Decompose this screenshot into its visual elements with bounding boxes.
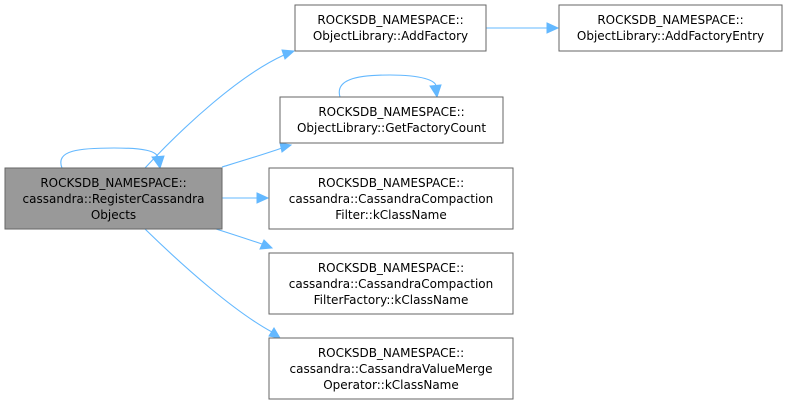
node-label-line: ROCKSDB_NAMESPACE:: [318,261,464,275]
edge-register-compaction-filter-factory-arrow [259,239,274,250]
node-add-factory-entry[interactable]: ROCKSDB_NAMESPACE:: ObjectLibrary::AddFa… [558,4,783,52]
edge-register-self-arrow [151,155,165,170]
edge-register-compaction-filter-factory [215,228,263,245]
node-label-line: ROCKSDB_NAMESPACE:: [597,13,743,27]
edge-register-get-factory-count [221,147,283,168]
node-label-line: Operator::kClassName [323,378,459,392]
node-add-factory[interactable]: ROCKSDB_NAMESPACE:: ObjectLibrary::AddFa… [294,4,487,52]
node-compaction-filter-factory-kclassname[interactable]: ROCKSDB_NAMESPACE:: cassandra::Cassandra… [268,252,514,315]
node-label-line: cassandra::CassandraCompaction [289,277,493,291]
node-register-cassandra-objects[interactable]: ROCKSDB_NAMESPACE:: cassandra::RegisterC… [4,167,223,230]
node-label-line: ObjectLibrary::GetFactoryCount [297,121,486,135]
edges [60,22,560,339]
node-label-line: ObjectLibrary::AddFactoryEntry [577,29,764,43]
node-label-line: cassandra::CassandraValueMerge [290,362,493,376]
node-label-line: ROCKSDB_NAMESPACE:: [318,176,464,190]
edge-register-compaction-filter-arrow [256,192,270,204]
node-label-line: ROCKSDB_NAMESPACE:: [40,176,186,190]
node-label-line: ROCKSDB_NAMESPACE:: [318,346,464,360]
edge-register-add-factory-arrow [281,49,296,60]
node-compaction-filter-kclassname[interactable]: ROCKSDB_NAMESPACE:: cassandra::Cassandra… [268,167,514,230]
edge-register-get-factory-count-arrow [279,142,293,153]
edge-add-factory-entry-arrow [546,22,560,34]
node-label-line: Filter::kClassName [335,208,447,222]
edge-get-factory-count-self [338,74,437,98]
edge-register-value-merge-operator-arrow [268,327,281,339]
edge-get-factory-count-self-arrow [429,84,442,99]
node-label-line: Objects [91,208,136,222]
node-label-line: FilterFactory::kClassName [314,293,469,307]
edge-register-value-merge-operator [144,228,273,333]
node-value-merge-operator-kclassname[interactable]: ROCKSDB_NAMESPACE:: cassandra::Cassandra… [268,337,514,400]
node-label-line: ROCKSDB_NAMESPACE:: [317,13,463,27]
node-label-line: cassandra::CassandraCompaction [289,192,493,206]
node-label-line: ROCKSDB_NAMESPACE:: [318,105,464,119]
node-get-factory-count[interactable]: ROCKSDB_NAMESPACE:: ObjectLibrary::GetFa… [279,96,504,144]
node-label-line: ObjectLibrary::AddFactory [313,29,468,43]
edge-register-self [60,147,159,169]
node-label-line: cassandra::RegisterCassandra [23,192,205,206]
edge-register-add-factory [144,54,285,169]
